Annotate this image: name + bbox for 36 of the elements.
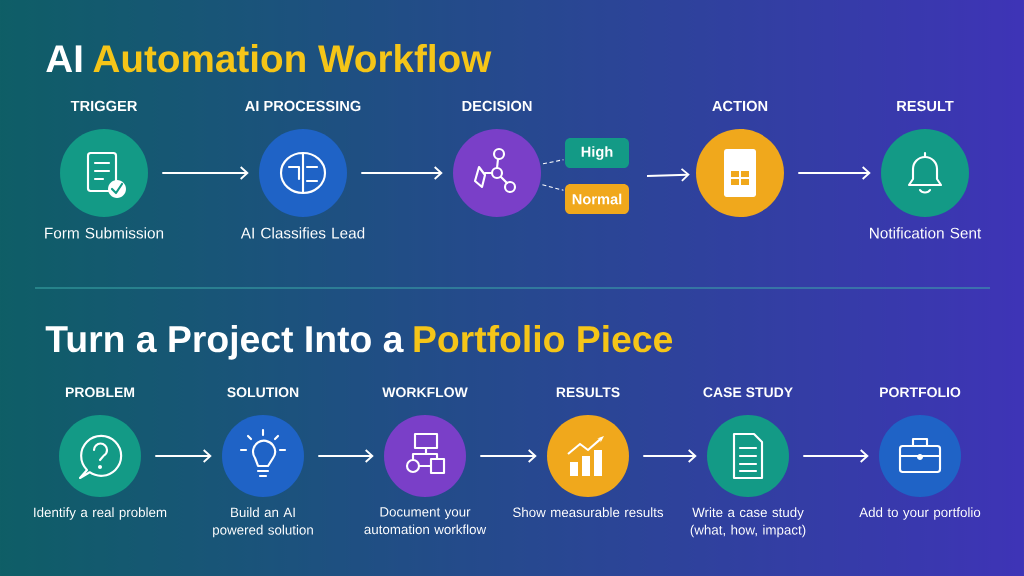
step-heading: AI PROCESSING	[245, 100, 361, 112]
step-description: Form Submission	[45, 227, 164, 239]
step-description: Document your automation workflow	[364, 507, 487, 535]
step-heading: RESULTS	[556, 387, 620, 398]
step-description: Notification Sent	[870, 227, 982, 239]
heading: Portfolio Piece	[414, 324, 673, 353]
step-heading: WORKFLOW	[382, 387, 468, 398]
step-heading: TRIGGER	[70, 100, 138, 112]
step-heading: RESULT	[897, 100, 954, 112]
step-description: AI Classifies Lead	[240, 227, 365, 239]
step-heading: CASE STUDY	[703, 387, 793, 398]
arrow	[642, 449, 697, 463]
connector-line	[542, 159, 564, 165]
step-description: Show measurable results	[513, 507, 664, 518]
step-description: Identify a real problem	[34, 507, 167, 520]
option-badge: Normal	[565, 184, 629, 214]
arrow	[802, 449, 869, 463]
step-heading: PORTFOLIO	[880, 387, 961, 398]
arrow	[161, 166, 249, 180]
arrow	[360, 166, 443, 180]
arrow	[154, 449, 212, 463]
arrow	[797, 166, 871, 180]
step-heading: SOLUTION	[227, 387, 299, 398]
step-description: Build an AI powered solution	[213, 507, 313, 538]
heading: Automation Workflow	[93, 44, 492, 73]
arrow	[479, 449, 537, 463]
step-heading: DECISION	[462, 100, 532, 112]
step-heading: PROBLEM	[65, 387, 135, 398]
connector-line	[541, 184, 564, 191]
arrow	[317, 449, 374, 463]
option-badge: High	[565, 138, 629, 168]
arrow	[646, 167, 690, 182]
step-description: Write a case study (what, how, impact)	[690, 507, 806, 538]
step-heading: ACTION	[712, 100, 768, 112]
heading: Turn a Project Into a	[45, 324, 404, 360]
step-description: Add to your portfolio	[859, 507, 981, 520]
